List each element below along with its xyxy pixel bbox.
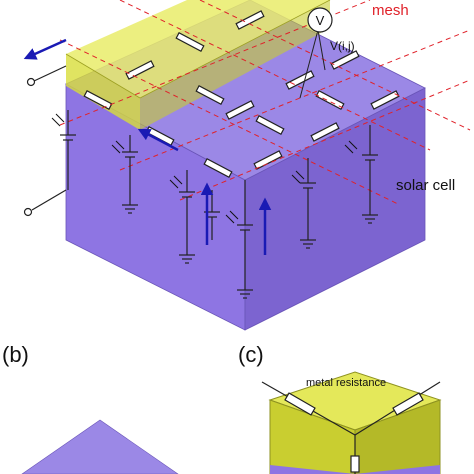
arrow-mid [137,128,179,152]
mesh-label: mesh [372,2,409,19]
voltmeter-symbol: V [316,13,325,28]
voltmeter-circle [307,7,333,33]
current-arrows [23,38,272,255]
terminal-bottom[interactable] [23,207,33,217]
arrow-top-left [23,38,67,60]
terminals [23,65,67,217]
cell-elements [60,110,378,299]
panel-c-label: (c) [238,342,264,367]
voltmeter: V V(i,j) [299,7,355,99]
panel-c-cell [270,465,440,474]
panel-a: mesh V V(i,j) [23,0,471,331]
node-voltage-label: V(i,j) [330,39,355,53]
panel-b-label: (b) [2,342,29,367]
solar-cell-label: solar cell [396,177,455,194]
terminal-top[interactable] [26,77,36,87]
panel-c-resistors [261,381,441,474]
metal-resistance-label: metal resistance [306,377,386,389]
mesh-lines [59,0,471,206]
mesh-resistors [83,10,400,179]
panel-c: (c) metal resistance [238,342,442,474]
panel-b: (b) [2,342,179,474]
panel-b-block [21,419,179,474]
light-rays [51,113,358,224]
panel-c-left [269,399,356,474]
